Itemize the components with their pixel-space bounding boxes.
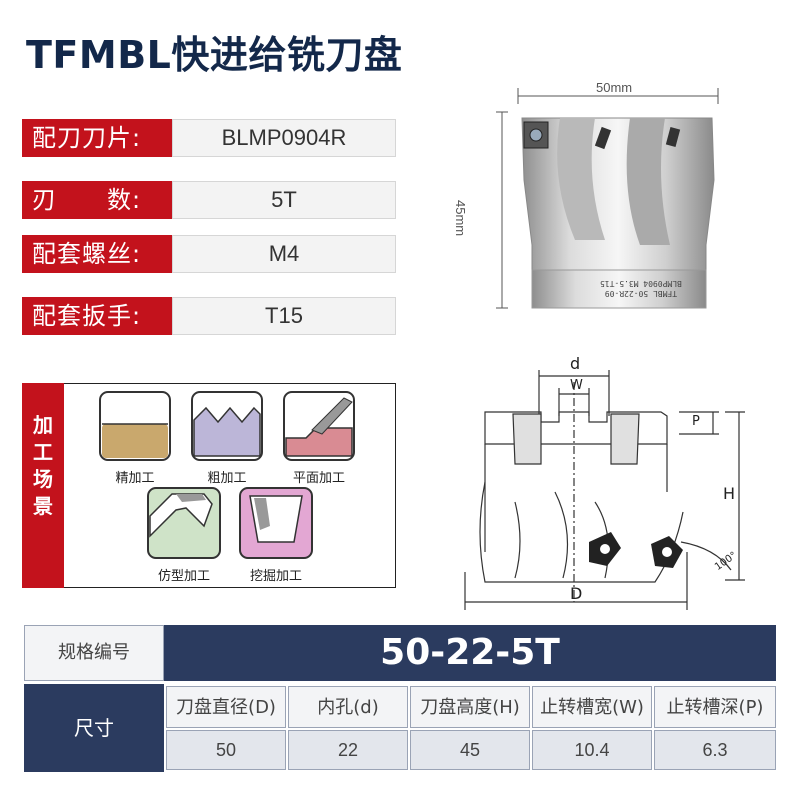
pocketing-icon — [239, 487, 313, 559]
engraving-line-1: TFMBL 50-22R-09 — [604, 289, 678, 298]
model-value: 50-22-5T — [164, 625, 776, 681]
drawing-label-w: W — [570, 378, 583, 393]
spec-value-screw: M4 — [172, 235, 396, 273]
spec-value-insert: BLMP0904R — [172, 119, 396, 157]
scene-label-finishing: 精加工 — [115, 471, 155, 486]
size-label: 尺寸 — [24, 684, 164, 772]
photo-engraving: TFMBL 50-22R-09 BLMP0904 M3.5-T15 — [600, 278, 682, 298]
scene-label-pocketing: 挖掘加工 — [249, 569, 302, 584]
page-title: TFMBL快进给铣刀盘 — [26, 33, 403, 77]
cutter-photo — [496, 88, 719, 309]
drawing-label-h: H — [723, 484, 736, 503]
spec-label-screw: 配套螺丝: — [22, 235, 172, 273]
profiling-icon — [147, 487, 221, 559]
face-milling-icon — [283, 391, 355, 461]
val-bore: 22 — [288, 730, 408, 770]
roughing-icon — [191, 391, 263, 461]
model-label: 规格编号 — [24, 625, 164, 681]
engraving-line-2: BLMP0904 M3.5-T15 — [600, 279, 682, 288]
drawing-label-d: d — [570, 354, 581, 373]
scene-label-roughing: 粗加工 — [207, 471, 247, 486]
scene-label-profiling: 仿型加工 — [157, 569, 210, 584]
technical-drawing — [464, 370, 745, 610]
col-slot-width: 止转槽宽(W) — [532, 686, 652, 728]
scene-side-bar — [22, 383, 64, 588]
spec-value-teeth: 5T — [172, 181, 396, 219]
photo-width-dim: 50mm — [596, 80, 633, 95]
col-height: 刀盘高度(H) — [410, 686, 530, 728]
scene-side-label: 加工场景 — [22, 412, 64, 520]
spec-label-insert: 配刀刀片: — [22, 119, 172, 157]
col-slot-depth: 止转槽深(P) — [654, 686, 776, 728]
val-height: 45 — [410, 730, 530, 770]
val-slot-width: 10.4 — [532, 730, 652, 770]
col-diameter: 刀盘直径(D) — [166, 686, 286, 728]
val-slot-depth: 6.3 — [654, 730, 776, 770]
finishing-icon — [99, 391, 171, 461]
drawing-label-D: D — [570, 584, 583, 603]
scene-side-label-text: 加工场景 — [33, 413, 53, 518]
scene-label-face: 平面加工 — [292, 471, 345, 486]
photo-height-dim: 45mm — [453, 200, 468, 237]
spec-label-teeth: 刃 数: — [22, 181, 172, 219]
spec-value-wrench: T15 — [172, 297, 396, 335]
col-bore: 内孔(d) — [288, 686, 408, 728]
drawing-label-p: P — [692, 414, 700, 429]
val-diameter: 50 — [166, 730, 286, 770]
spec-label-wrench: 配套扳手: — [22, 297, 172, 335]
